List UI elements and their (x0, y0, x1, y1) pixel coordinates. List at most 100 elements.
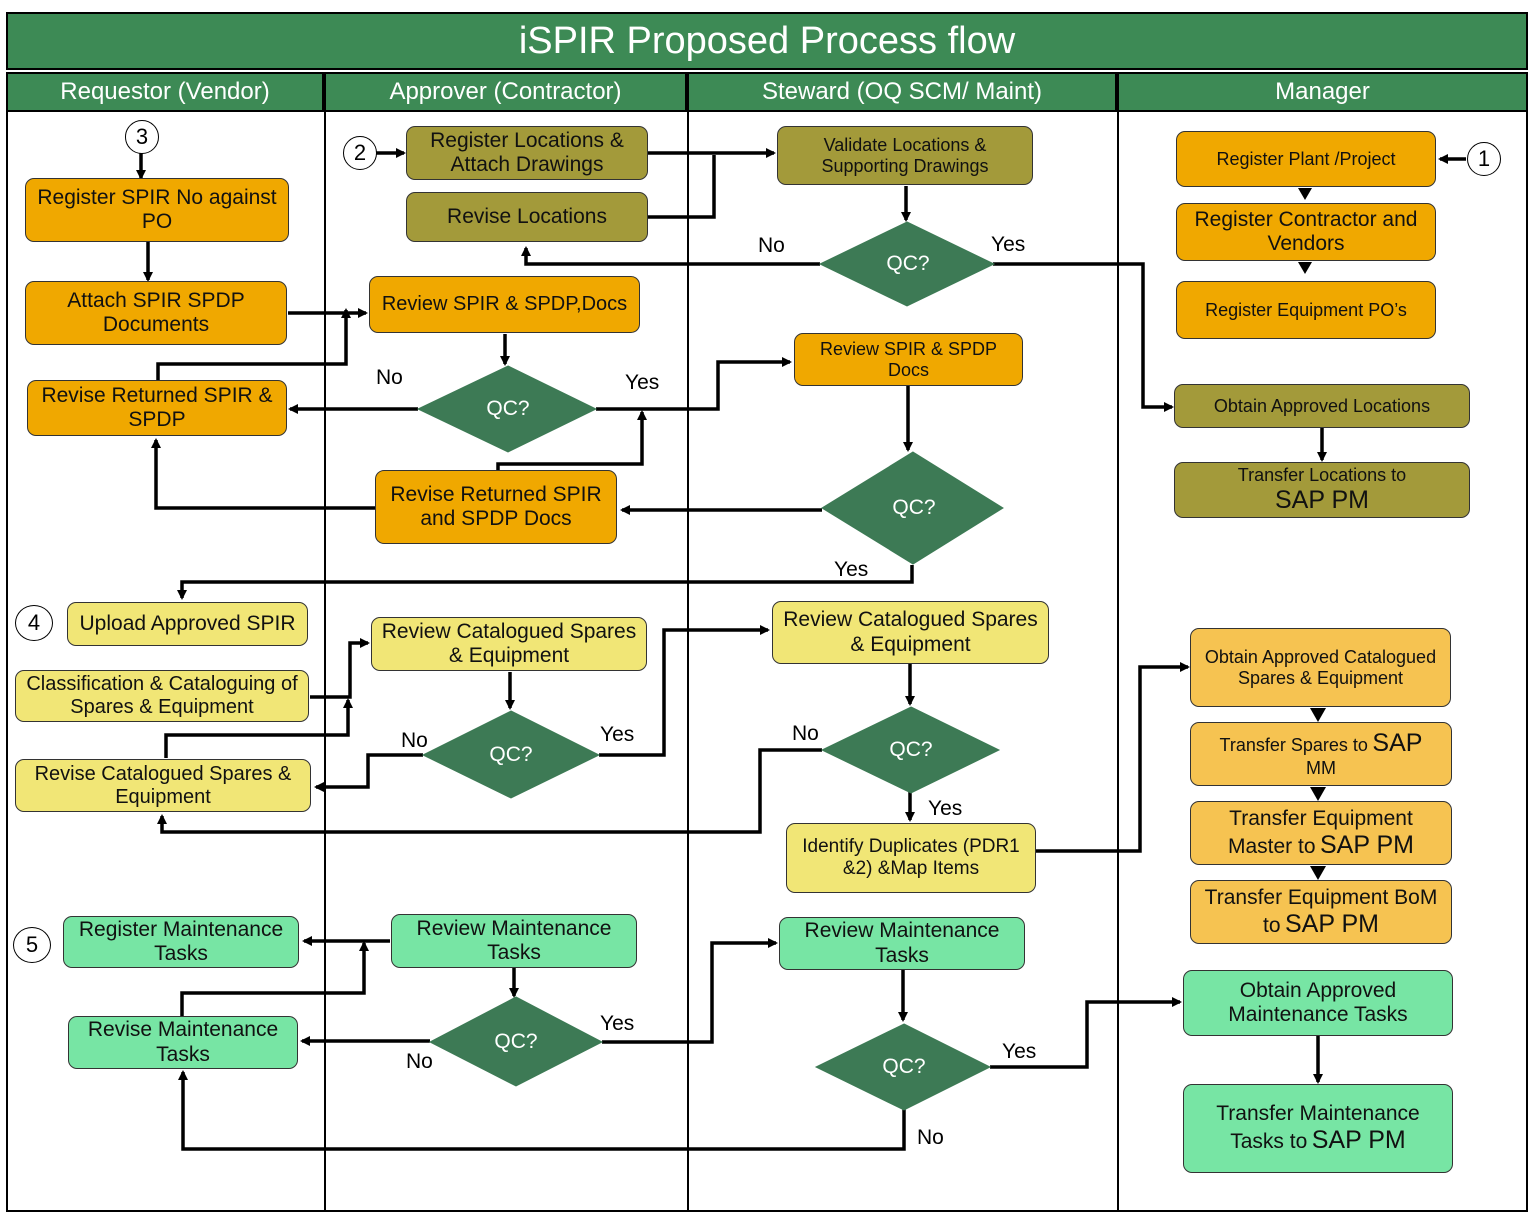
box-label-emphasis: SAP PM (1274, 485, 1370, 514)
no-label: No (758, 234, 785, 257)
connector-arrowhead (1310, 866, 1326, 880)
revise-returned-spir-docs-box[interactable]: Revise Returned SPIR and SPDP Docs (375, 470, 617, 544)
obtain-maintenance-box[interactable]: Obtain Approved Maintenance Tasks (1183, 970, 1453, 1036)
qc-decision-label: QC? (889, 738, 933, 761)
no-label: No (792, 722, 819, 745)
box-label: Revise Returned SPIR & SPDP (41, 383, 273, 431)
box-label: Register SPIR No against PO (37, 185, 277, 233)
connector (180, 941, 369, 1016)
box-label: Transfer Spares to (1219, 735, 1368, 756)
box-label: Review SPIR & SPDP,Docs (381, 293, 628, 315)
yes-label: Yes (600, 1012, 635, 1035)
connector-arrowhead (1298, 262, 1312, 274)
no-label: No (917, 1126, 944, 1149)
connector (990, 997, 1182, 1069)
revise-maintenance-box[interactable]: Revise Maintenance Tasks (68, 1016, 298, 1069)
no-label: No (376, 366, 403, 389)
validate-locations-box[interactable]: Validate Locations & Supporting Drawings (777, 126, 1033, 185)
yes-label: Yes (928, 797, 963, 820)
register-locations-box[interactable]: Register Locations & Attach Drawings (406, 126, 648, 180)
connector (157, 748, 822, 834)
steward-review-maintenance-box[interactable]: Review Maintenance Tasks (779, 917, 1025, 970)
connector (496, 410, 647, 470)
connector-arrowhead (1298, 188, 1312, 200)
transfer-locations-box[interactable]: Transfer Locations to SAP PM (1174, 462, 1470, 518)
connector (648, 155, 716, 219)
yes-label: Yes (834, 558, 869, 581)
step-marker-4: 4 (15, 605, 53, 641)
approver-review-catalogued-box[interactable]: Review Catalogued Spares & Equipment (371, 617, 647, 671)
decision-diamond (428, 996, 604, 1087)
attach-spir-box[interactable]: Attach SPIR SPDP Documents (25, 281, 287, 345)
qc-decision-label: QC? (892, 496, 936, 519)
box-label: Register Plant /Project (1216, 148, 1396, 169)
box-label: Review Maintenance Tasks (416, 916, 612, 964)
connector (156, 308, 351, 380)
decision-diamond (818, 221, 996, 307)
decision-diamonds (416, 221, 1004, 1111)
box-label-emphasis: SAP PM (1311, 1126, 1406, 1155)
box-label-emphasis: SAP (1372, 729, 1423, 758)
box-label: Review SPIR & SPDP Docs (819, 338, 998, 380)
register-contractor-box[interactable]: Register Contractor and Vendors (1176, 203, 1436, 261)
identify-duplicates-box[interactable]: Identify Duplicates (PDR1 &2) &Map Items (786, 823, 1036, 893)
register-equipment-po-box[interactable]: Register Equipment PO’s (1176, 281, 1436, 339)
revise-returned-spir-box[interactable]: Revise Returned SPIR & SPDP (27, 380, 287, 436)
connector (177, 565, 914, 600)
upload-spir-box[interactable]: Upload Approved SPIR (67, 602, 308, 646)
box-label: Revise Maintenance Tasks (87, 1018, 279, 1066)
register-spir-box[interactable]: Register SPIR No against PO (25, 178, 289, 242)
connector-arrowhead (1310, 787, 1326, 801)
register-maintenance-box[interactable]: Register Maintenance Tasks (63, 916, 299, 968)
revise-locations-box[interactable]: Revise Locations (406, 192, 648, 242)
connector (602, 938, 778, 1044)
yes-label: Yes (1002, 1040, 1037, 1063)
decision-diamond (821, 451, 1004, 565)
box-label: Revise Locations (447, 204, 607, 228)
manager-small-arrows (1298, 188, 1326, 880)
box-label: Validate Locations & Supporting Drawings (821, 134, 989, 176)
obtain-catalogued-box[interactable]: Obtain Approved Catalogued Spares & Equi… (1190, 628, 1451, 707)
box-label: Identify Duplicates (PDR1 &2) &Map Items (802, 836, 1020, 879)
revise-catalogued-box[interactable]: Revise Catalogued Spares & Equipment (15, 759, 311, 812)
transfer-equipment-bom-box[interactable]: Transfer Equipment BoM to SAP PM (1190, 880, 1452, 944)
yes-label: Yes (991, 233, 1026, 256)
steward-review-spir-box[interactable]: Review SPIR & SPDP Docs (794, 333, 1023, 386)
transfer-equipment-master-box[interactable]: Transfer Equipment Master to SAP PM (1190, 801, 1452, 865)
box-label: Revise Catalogued Spares & Equipment (34, 762, 292, 808)
obtain-locations-box[interactable]: Obtain Approved Locations (1174, 384, 1470, 428)
classification-box[interactable]: Classification & Cataloguing of Spares &… (15, 670, 309, 722)
lane-manager (1117, 112, 1528, 1212)
step-marker-2: 2 (343, 136, 377, 170)
connector-arrowhead (1310, 708, 1326, 722)
transfer-spares-box[interactable]: Transfer Spares to SAP MM (1190, 722, 1452, 786)
no-label: No (406, 1050, 433, 1073)
box-label: Revise Returned SPIR and SPDP Docs (390, 482, 602, 530)
box-label: Review Catalogued Spares & Equipment (381, 619, 637, 667)
lane-header-requestor: Requestor (Vendor) (6, 72, 324, 112)
qc-decision-label: QC? (489, 743, 533, 766)
qc-decision-label: QC? (486, 397, 530, 420)
steward-review-catalogued-box[interactable]: Review Catalogued Spares & Equipment (772, 601, 1049, 664)
connector (164, 698, 353, 758)
box-label: Transfer Maintenance Tasks to (1216, 1102, 1420, 1154)
box-label-emphasis: SAP PM (1319, 830, 1414, 859)
register-plant-box[interactable]: Register Plant /Project (1176, 131, 1436, 187)
decision-diamond (416, 365, 598, 453)
lane-header-steward: Steward (OQ SCM/ Maint) (687, 72, 1117, 112)
box-label: Register Contractor and Vendors (1194, 207, 1418, 255)
review-spir-docs-box[interactable]: Review SPIR & SPDP,Docs (369, 276, 640, 333)
qc-decision-label: QC? (886, 252, 930, 275)
box-label-emphasis: SAP PM (1284, 909, 1379, 938)
yes-label: Yes (600, 723, 635, 746)
connector (151, 438, 376, 510)
connector (1036, 662, 1190, 853)
lane-header-approver: Approver (Contractor) (324, 72, 687, 112)
approver-review-maintenance-box[interactable]: Review Maintenance Tasks (391, 914, 637, 968)
decision-diamond (421, 710, 601, 799)
box-label: Review Maintenance Tasks (804, 919, 1000, 967)
transfer-maintenance-box[interactable]: Transfer Maintenance Tasks to SAP PM (1183, 1084, 1453, 1173)
box-label: Attach SPIR SPDP Documents (67, 288, 245, 336)
connector-lines (136, 148, 1466, 1151)
